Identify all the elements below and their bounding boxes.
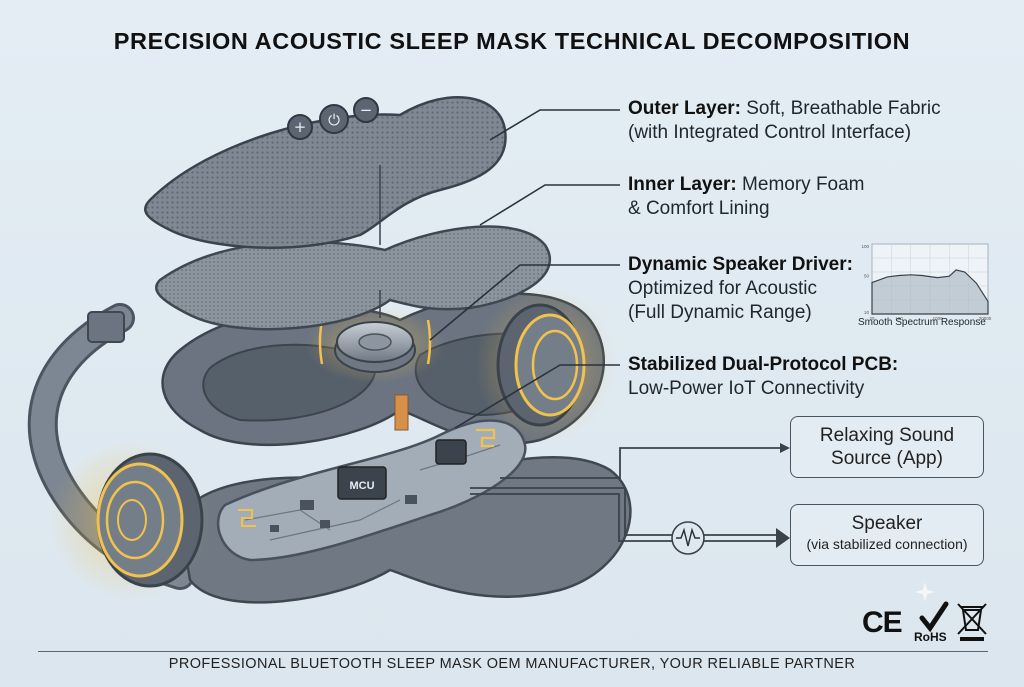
footer-divider [38, 651, 988, 652]
chart-x-tick: 1000 [933, 316, 944, 321]
callout-outer-layer: Outer Layer: Soft, Breathable Fabric (wi… [628, 98, 941, 143]
plus-button-icon [287, 114, 313, 140]
rohs-mark: RoHS [914, 630, 947, 644]
spectrum-area [871, 269, 989, 315]
speaker-leader-line [429, 264, 620, 341]
control-interface [287, 97, 379, 140]
ce-mark: CE [862, 606, 903, 639]
callout-pcb: Stabilized Dual-Protocol PCB: Low-Power … [628, 354, 899, 399]
inset-chart: 100 50 10 20 100 1000 20000 [861, 243, 992, 321]
right-ear-speaker [475, 287, 615, 443]
callout-inner-layer: Inner Layer: Memory Foam & Comfort Linin… [628, 174, 865, 219]
rohs-check-icon [919, 601, 949, 633]
flow-arrowhead [776, 528, 790, 548]
inset-chart-caption: Smooth Spectrum Response [858, 317, 986, 328]
minus-label: − [360, 101, 373, 119]
mcu-label: MCU [349, 480, 374, 492]
waveform-icon [671, 521, 705, 555]
page-title: PRECISION ACOUSTIC SLEEP MASK TECHNICAL … [113, 28, 911, 54]
weee-bin-icon [957, 603, 987, 641]
minus-button-icon [353, 97, 379, 123]
speaker-box: Speaker (via stabilized connection) [790, 504, 984, 566]
speaker-driver [305, 307, 445, 383]
footer-tagline: PROFESSIONAL BLUETOOTH SLEEP MASK OEM MA… [168, 656, 856, 672]
inner-leader-line [479, 184, 620, 226]
flow-line-source [500, 447, 780, 479]
outer-leader-line [489, 109, 620, 141]
callout-speaker-driver: Dynamic Speaker Driver: Optimized for Ac… [628, 254, 853, 323]
antenna-trace [476, 428, 496, 448]
strap-buckle [87, 311, 125, 343]
plus-label: + [294, 118, 307, 136]
chart-x-tick: 20000 [979, 316, 992, 321]
sparkle-icon [915, 582, 935, 602]
chart-y-tick: 100 [861, 244, 869, 249]
ribbon-connector [394, 394, 409, 431]
power-button-icon [319, 104, 349, 134]
chart-x-tick: 100 [895, 316, 903, 321]
bluetooth-chip [435, 439, 467, 465]
mcu-chip [337, 466, 387, 500]
chart-y-tick: 10 [864, 310, 870, 315]
left-ear-speaker [50, 440, 210, 600]
pcb-board [216, 394, 527, 562]
pcb-leader-line [454, 364, 620, 429]
chart-y-tick: 50 [864, 274, 870, 279]
power-label: ⏻ [328, 111, 340, 129]
chart-x-tick: 20 [869, 316, 875, 321]
inner-foam-layer [155, 225, 552, 331]
